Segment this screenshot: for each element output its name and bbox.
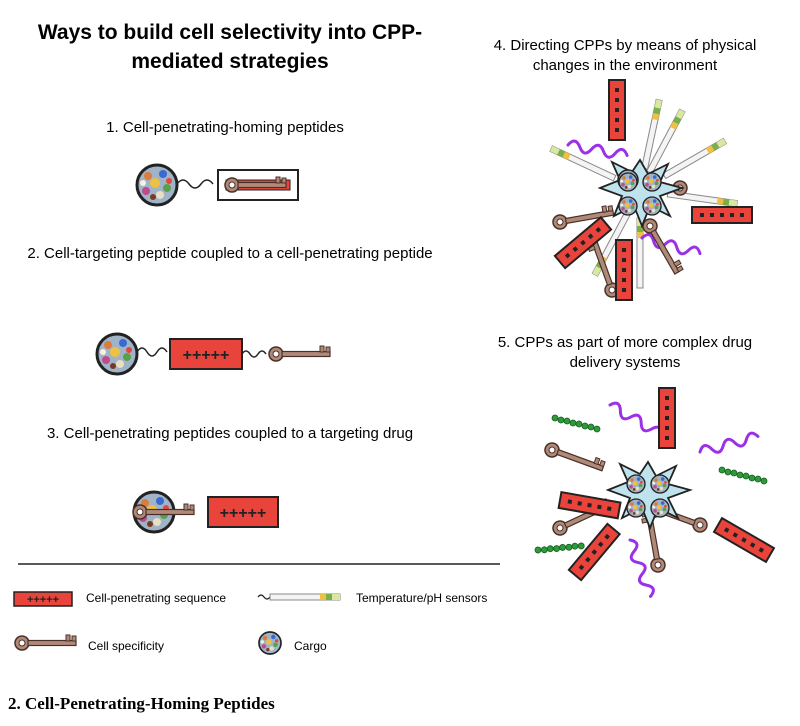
section-4-cluster — [549, 79, 753, 301]
helix-icon — [606, 399, 666, 441]
cargo-icon — [650, 498, 670, 518]
legend-sensor-icon — [257, 593, 341, 601]
helix-icon — [697, 430, 761, 459]
section-2-construct: +++++ — [95, 332, 331, 376]
footer-heading: 2. Cell-Penetrating-Homing Peptides — [8, 694, 275, 713]
cpp-bar-icon — [658, 387, 676, 449]
section-3-construct: +++++ — [132, 490, 279, 534]
linker-line — [241, 350, 267, 358]
section-3-label: 3. Cell-penetrating peptides coupled to … — [20, 424, 440, 444]
section-1-text: Cell-penetrating-homing peptides — [122, 119, 344, 136]
section-3-number: 3. — [46, 425, 60, 442]
figure-title: Ways to build cell selectivity into CPP-… — [37, 21, 423, 73]
section-5-text: CPPs as part of more complex drug delive… — [514, 334, 753, 371]
section-5-cluster — [533, 387, 775, 600]
cpp-bar-icon — [713, 517, 775, 563]
key-icon — [542, 439, 607, 476]
cpp-bar-icon — [608, 79, 626, 141]
sensor-icon — [636, 217, 644, 289]
legend-key-icon — [14, 634, 77, 651]
section-2-text: Cell-targeting peptide coupled to a cell… — [44, 245, 433, 262]
section-2-number: 2. — [27, 245, 40, 262]
cargo-icon — [642, 196, 662, 216]
cpp-sequence-box — [207, 496, 279, 528]
section-3-text: Cell-penetrating peptides coupled to a t… — [63, 425, 414, 442]
cpp-sequence-text: +++++ — [220, 505, 267, 522]
sensor-icon — [662, 137, 727, 180]
section-5-label: 5. CPPs as part of more complex drug del… — [470, 333, 780, 373]
section-5-number: 5. — [497, 334, 511, 351]
cargo-icon — [95, 332, 139, 376]
cargo-icon — [618, 196, 638, 216]
bead-chain-icon — [551, 414, 601, 433]
cpp-sequence-text: +++++ — [183, 347, 230, 364]
cpp-bar-icon — [615, 239, 633, 301]
section-4-text: Directing CPPs by means of physical chan… — [510, 37, 757, 74]
helix-icon — [623, 536, 657, 600]
legend-cpp-icon: +++++ — [13, 591, 73, 607]
section-1-label: 1. Cell-penetrating-homing peptides — [30, 118, 420, 138]
cargo-icon — [135, 163, 179, 207]
linker-line — [136, 347, 168, 357]
cpp-sequence-text: +++++ — [27, 594, 59, 606]
key-icon — [268, 345, 331, 362]
linker-line — [176, 179, 214, 189]
legend-cpp-label: Cell-penetrating sequence — [86, 591, 227, 605]
section-2-label: 2. Cell-targeting peptide coupled to a c… — [20, 244, 440, 264]
bead-chain-icon — [718, 466, 768, 485]
legend-cargo-label: Cargo — [294, 639, 327, 653]
cargo-icon — [650, 474, 670, 494]
cargo-icon — [626, 474, 646, 494]
helix-icon — [639, 231, 703, 260]
section-1-number: 1. — [106, 119, 119, 136]
section-4-number: 4. — [493, 37, 507, 54]
cargo-icon — [618, 172, 638, 192]
nanocarrier-star — [605, 460, 693, 531]
legend-sensor-label: Temperature/pH sensors — [356, 591, 488, 605]
cargo-icon — [642, 172, 662, 192]
section-4-label: 4. Directing CPPs by means of physical c… — [470, 36, 780, 76]
cpp-bar-icon — [567, 522, 621, 582]
cpp-bar-icon — [691, 206, 753, 224]
section-1-construct — [135, 163, 299, 207]
legend-key-label: Cell specificity — [88, 639, 165, 653]
cargo-icon — [626, 498, 646, 518]
legend-cargo-icon — [258, 631, 282, 655]
